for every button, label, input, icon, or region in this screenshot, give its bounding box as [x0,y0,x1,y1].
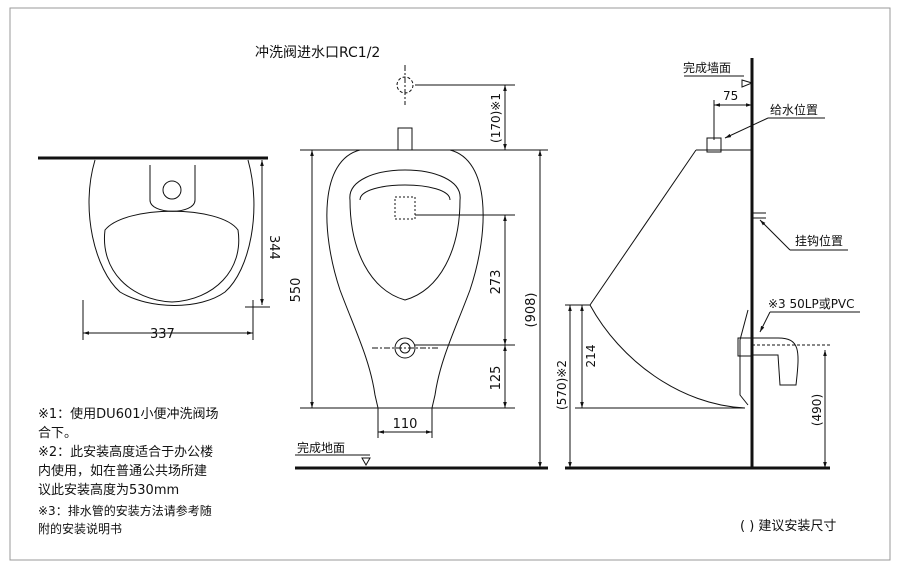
dim-550: 550 [289,278,304,303]
note-2-cont2: 议此安装高度为530mm [38,483,180,498]
inlet-label: 冲洗阀进水口RC1/2 [255,45,380,61]
dim-908: (908) [524,293,539,328]
note-2: ※2：此安装高度适合于办公楼 [38,445,214,460]
note-3-cont: 附的安装说明书 [38,522,123,536]
frame [9,7,891,561]
hanger-label: 挂钩位置 [795,233,843,248]
dim-170: (170)※1 [489,93,503,143]
top-view [38,156,270,340]
side-view [565,58,860,470]
dim-570: (570)※2 [555,360,569,410]
dim-273: 273 [489,270,504,295]
wall-label: 完成墙面 [683,60,731,75]
note-2-cont: 内使用，如在普通公共场所建 [38,464,208,479]
dim-width: 337 [150,327,175,342]
dim-depth: 344 [266,235,281,260]
floor-label: 完成地面 [297,440,345,455]
dim-214: 214 [584,345,598,368]
note-3: ※3：排水管的安装方法请参考随 [38,504,212,518]
dim-125: 125 [489,366,504,391]
dim-110: 110 [393,417,418,432]
dim-75: 75 [723,89,738,103]
front-view [295,65,548,470]
legend: ( ) 建议安装尺寸 [740,519,836,534]
supply-label: 给水位置 [770,102,818,117]
note-1: ※1：使用DU601小便冲洗阀场 [38,407,219,422]
dim-490: (490) [810,394,824,426]
note-1-cont: 合下。 [38,426,78,441]
drain-label: ※3 50LP或PVC [768,297,855,311]
